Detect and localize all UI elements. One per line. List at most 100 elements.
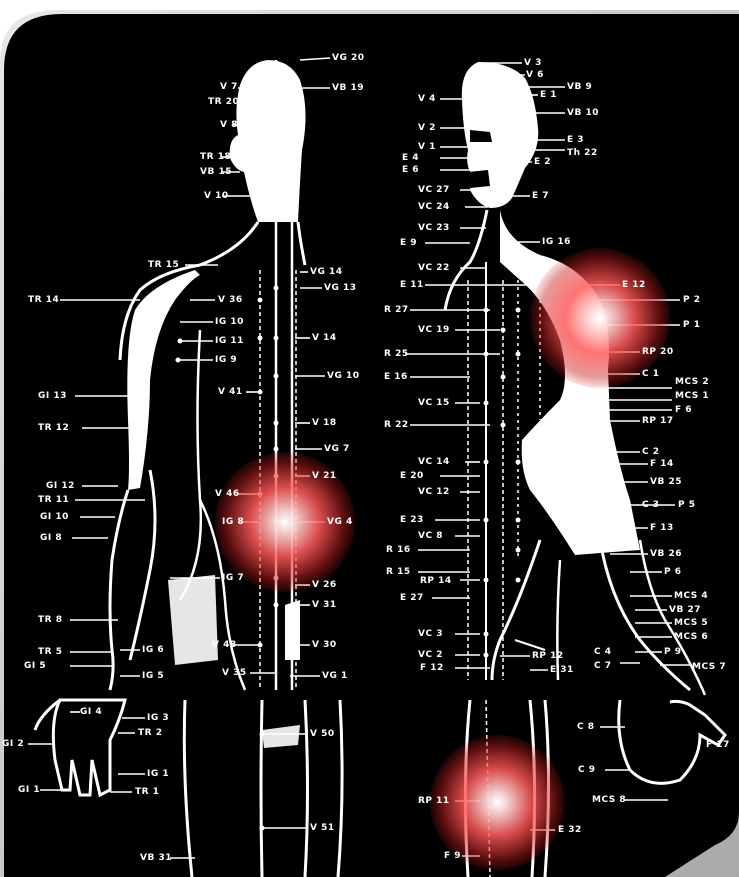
label-gi1: GI 1 — [18, 785, 40, 795]
label-v46: V 46 — [215, 489, 240, 499]
label-mcs5: MCS 5 — [674, 618, 708, 628]
label-gi5: GI 5 — [24, 661, 46, 671]
label-r15: R 15 — [386, 567, 411, 577]
label-v48: V 48 — [212, 640, 237, 650]
black-panel — [4, 14, 739, 877]
label-c9: C 9 — [578, 765, 596, 775]
label-tr15: TR 15 — [148, 260, 179, 270]
label-gi13: GI 13 — [38, 391, 67, 401]
label-f14: F 14 — [650, 459, 674, 469]
label-v1: V 1 — [418, 142, 436, 152]
label-gi4: GI 4 — [80, 707, 102, 717]
label-vc27: VC 27 — [418, 185, 450, 195]
label-e31: E 31 — [550, 665, 574, 675]
label-tr12: TR 12 — [38, 423, 69, 433]
label-tr2: TR 2 — [138, 728, 162, 738]
label-e32: E 32 — [558, 825, 582, 835]
label-vc23: VC 23 — [418, 223, 450, 233]
label-mcs1: MCS 1 — [675, 391, 709, 401]
label-f6: F 6 — [675, 405, 692, 415]
label-vc19: VC 19 — [418, 325, 450, 335]
label-p5: P 5 — [678, 500, 696, 510]
label-c2: C 2 — [642, 447, 660, 457]
label-ig8: IG 8 — [222, 517, 244, 527]
label-vc24: VC 24 — [418, 202, 450, 212]
label-vc12: VC 12 — [418, 487, 450, 497]
label-th22: Th 22 — [567, 148, 598, 158]
label-tr18: TR 18 — [200, 152, 231, 162]
label-f13: F 13 — [650, 523, 674, 533]
label-f12: F 12 — [420, 663, 444, 673]
label-c8: C 8 — [577, 722, 595, 732]
label-vc22: VC 22 — [418, 263, 450, 273]
label-rp12: RP 12 — [532, 651, 564, 661]
label-v2: V 2 — [418, 123, 436, 133]
label-f17: F 17 — [706, 740, 730, 750]
label-ig3: IG 3 — [147, 713, 169, 723]
label-c1: C 1 — [642, 369, 660, 379]
label-v4: V 4 — [418, 94, 436, 104]
label-v21: V 21 — [312, 471, 337, 481]
label-e4: E 4 — [402, 153, 419, 163]
label-ig11: IG 11 — [215, 336, 244, 346]
label-v41: V 41 — [218, 387, 243, 397]
label-vg1: VG 1 — [322, 671, 348, 681]
label-vg14: VG 14 — [310, 267, 343, 277]
label-ig10: IG 10 — [215, 317, 244, 327]
label-gi8: GI 8 — [40, 533, 62, 543]
label-tr11: TR 11 — [38, 495, 69, 505]
label-rp17: RP 17 — [642, 416, 674, 426]
label-e3: E 3 — [567, 135, 584, 145]
label-vg4: VG 4 — [327, 517, 353, 527]
label-r22: R 22 — [384, 420, 409, 430]
label-mcs4: MCS 4 — [674, 591, 708, 601]
label-e7: E 7 — [532, 191, 549, 201]
label-e27: E 27 — [400, 593, 424, 603]
label-vb26: VB 26 — [650, 549, 682, 559]
label-v31: V 31 — [312, 600, 337, 610]
label-v51: V 51 — [310, 823, 335, 833]
label-vb9: VB 9 — [567, 82, 592, 92]
label-e2: E 2 — [534, 157, 551, 167]
label-vg7: VG 7 — [324, 444, 350, 454]
label-r16: R 16 — [386, 545, 411, 555]
label-e9: E 9 — [400, 238, 417, 248]
label-vc14: VC 14 — [418, 457, 450, 467]
label-vb31: VB 31 — [140, 853, 172, 863]
label-tr20: TR 20 — [208, 97, 239, 107]
label-f9: F 9 — [444, 851, 461, 861]
label-gi2: GI 2 — [2, 739, 24, 749]
label-p9: P 9 — [664, 647, 682, 657]
label-p6: P 6 — [664, 567, 682, 577]
label-ig9: IG 9 — [215, 355, 237, 365]
label-vb19: VB 19 — [332, 83, 364, 93]
label-c3: C 3 — [642, 500, 660, 510]
label-gi10: GI 10 — [40, 512, 69, 522]
label-e1: E 1 — [540, 90, 557, 100]
label-e11: E 11 — [400, 280, 424, 290]
label-tr14: TR 14 — [28, 295, 59, 305]
label-ig1: IG 1 — [147, 769, 169, 779]
label-rp14: RP 14 — [420, 576, 452, 586]
label-ig16: IG 16 — [542, 237, 571, 247]
label-vc2: VC 2 — [418, 650, 443, 660]
label-tr1: TR 1 — [135, 787, 159, 797]
label-e23: E 23 — [400, 515, 424, 525]
label-tr8: TR 8 — [38, 615, 62, 625]
label-vb25: VB 25 — [650, 477, 682, 487]
label-v26: V 26 — [312, 580, 337, 590]
label-v36: V 36 — [218, 295, 243, 305]
label-vc15: VC 15 — [418, 398, 450, 408]
label-rp11: RP 11 — [418, 796, 450, 806]
label-e20: E 20 — [400, 471, 424, 481]
label-ig5: IG 5 — [142, 671, 164, 681]
label-gi12: GI 12 — [46, 481, 75, 491]
label-v3: V 3 — [524, 58, 542, 68]
label-vg13: VG 13 — [324, 283, 357, 293]
label-v18: V 18 — [312, 418, 337, 428]
label-v10: V 10 — [204, 191, 229, 201]
label-vb10: VB 10 — [567, 108, 599, 118]
label-vc8: VC 8 — [418, 531, 443, 541]
label-mcs7: MCS 7 — [692, 662, 726, 672]
